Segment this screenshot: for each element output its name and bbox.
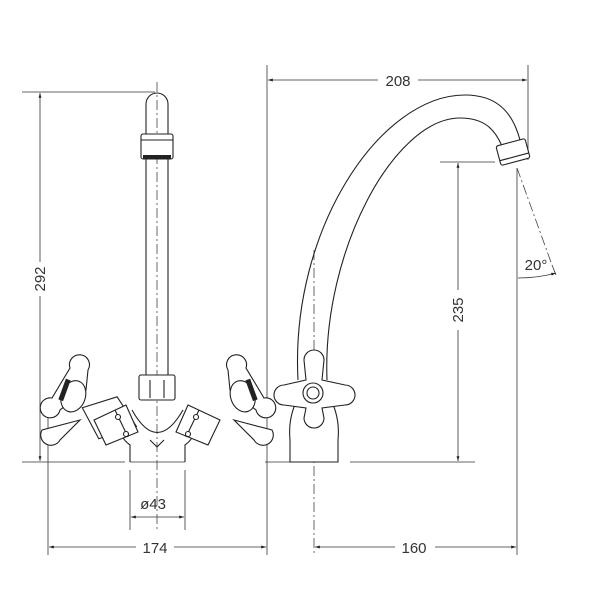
side-view: 208 235 160 20° xyxy=(265,65,557,557)
dim-spout-angle: 20° xyxy=(525,257,548,274)
dim-spout-reach: 160 xyxy=(401,540,426,557)
dim-total-height: 292 xyxy=(32,266,49,291)
dim-spout-reach-total: 208 xyxy=(385,73,410,90)
dim-spout-height: 235 xyxy=(450,297,467,322)
dim-front-width: 174 xyxy=(142,540,167,557)
dim-base-diameter: ø43 xyxy=(140,496,166,513)
front-view: 292 ø43 174 xyxy=(22,65,277,557)
